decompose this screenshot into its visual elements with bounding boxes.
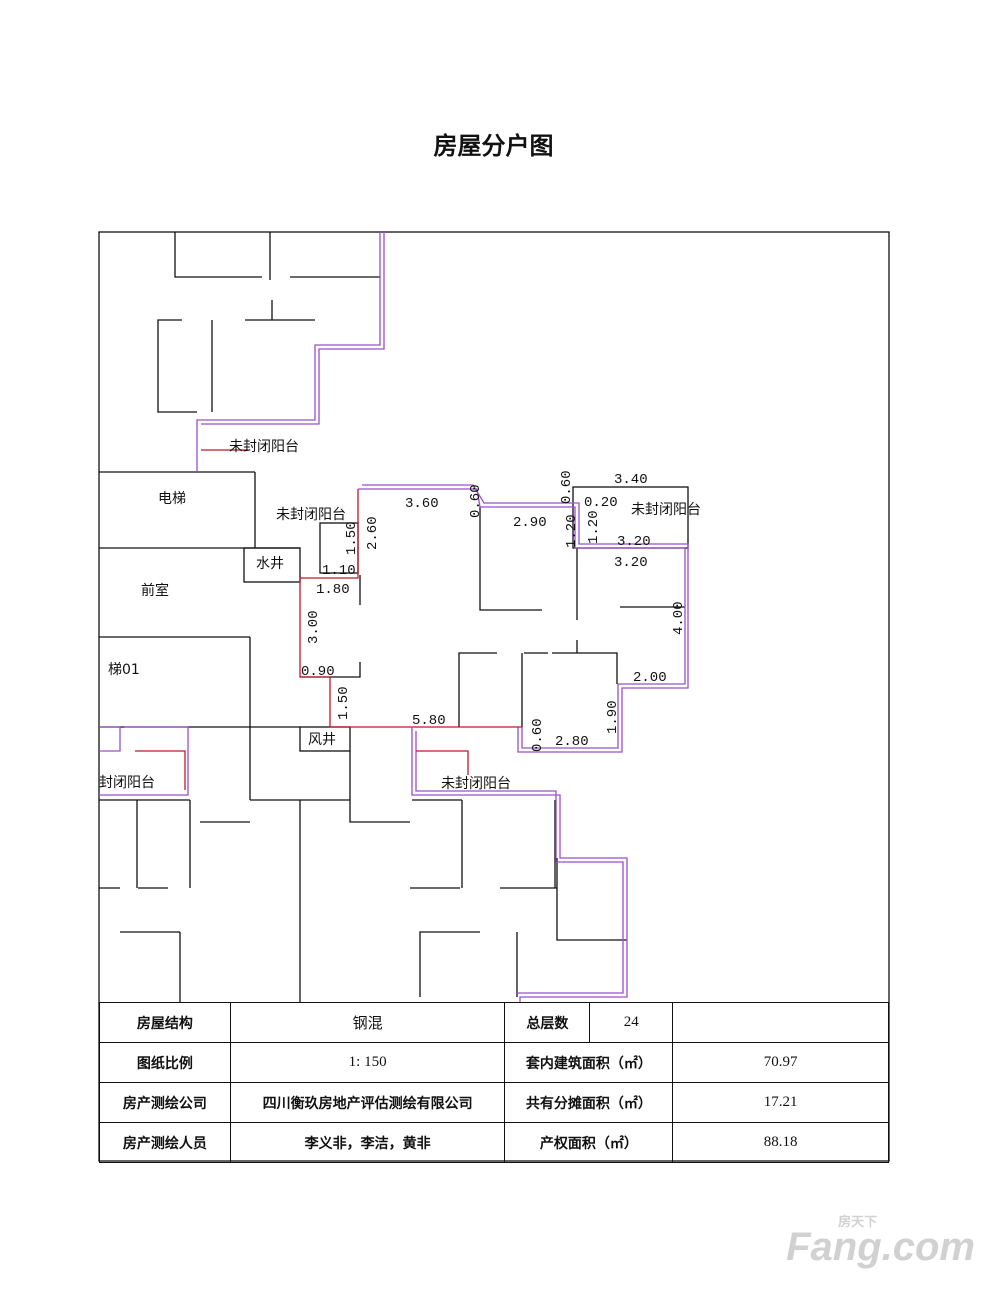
room-stair: 梯01 xyxy=(108,662,140,678)
dim-label: 4.00 xyxy=(671,601,687,635)
dim-label: 0.60 xyxy=(559,470,575,504)
room-air-shaft: 风井 xyxy=(308,732,336,748)
dim-label: 2.60 xyxy=(365,516,381,550)
dim-label: 1.80 xyxy=(316,582,350,598)
page-title: 房屋分户图 xyxy=(433,132,554,160)
table-row: 房产测绘人员 李义非，李洁，黄非 产权面积（㎡） 88.18 xyxy=(99,1122,889,1163)
scale-value: 1: 150 xyxy=(229,1042,506,1083)
dim-label: 2.80 xyxy=(555,734,589,750)
empty-cell xyxy=(672,1002,889,1043)
dim-label: 1.20 xyxy=(586,510,602,544)
dim-label: 1.90 xyxy=(605,700,621,734)
dim-label: 1.50 xyxy=(344,521,360,555)
table-row: 图纸比例 1: 150 套内建筑面积（㎡） 70.97 xyxy=(99,1042,889,1083)
watermark-sub: 房天下 xyxy=(838,1214,878,1229)
property-info-table: 房屋结构 钢混 总层数 24 图纸比例 1: 150 套内建筑面积（㎡） 70.… xyxy=(99,1002,889,1163)
room-labels: 未封闭阳台 电梯 未封闭阳台 水井 前室 梯01 风井 未封闭阳台 未封闭阳台 … xyxy=(99,439,701,792)
dim-label: 0.90 xyxy=(301,664,335,680)
dim-label: 1.20 xyxy=(564,514,580,548)
dim-label: 5.80 xyxy=(412,713,446,729)
total-area-label: 产权面积（㎡） xyxy=(504,1122,674,1163)
room-lobby: 前室 xyxy=(141,582,169,599)
floors-label: 总层数 xyxy=(504,1002,591,1043)
room-balcony-5: 封闭阳台 xyxy=(99,775,155,791)
structure-label: 房屋结构 xyxy=(99,1002,231,1043)
inner-area-value: 70.97 xyxy=(672,1042,889,1083)
room-balcony-2: 未封闭阳台 xyxy=(276,507,346,523)
scale-label: 图纸比例 xyxy=(99,1042,231,1083)
wall-lines xyxy=(99,232,689,1002)
dim-label: 0.20 xyxy=(584,495,618,511)
total-area-value: 88.18 xyxy=(672,1122,889,1163)
dim-label: 3.20 xyxy=(617,534,651,550)
surveyor-value: 李义非，李洁，黄非 xyxy=(229,1122,506,1163)
shared-area-value: 17.21 xyxy=(672,1082,889,1123)
floors-value: 24 xyxy=(589,1002,674,1043)
room-balcony-1: 未封闭阳台 xyxy=(229,439,299,455)
dim-label: 2.90 xyxy=(513,515,547,531)
dim-label: 0.60 xyxy=(468,484,484,518)
room-balcony-3: 未封闭阳台 xyxy=(631,502,701,518)
company-label: 房产测绘公司 xyxy=(99,1082,231,1123)
table-row: 房屋结构 钢混 总层数 24 xyxy=(99,1002,889,1043)
table-row: 房产测绘公司 四川衡玖房地产评估测绘有限公司 共有分摊面积（㎡） 17.21 xyxy=(99,1082,889,1123)
dim-label: 3.00 xyxy=(306,610,322,644)
dim-label: 3.40 xyxy=(614,472,648,488)
structure-value: 钢混 xyxy=(229,1002,506,1043)
room-elevator: 电梯 xyxy=(158,491,186,507)
unit-boundary xyxy=(99,232,689,1002)
dim-label: 0.60 xyxy=(530,718,546,752)
company-value: 四川衡玖房地产评估测绘有限公司 xyxy=(229,1082,506,1123)
room-water-shaft: 水井 xyxy=(256,556,284,572)
dim-label: 1.50 xyxy=(336,686,352,720)
room-balcony-4: 未封闭阳台 xyxy=(441,776,511,792)
dim-label: 1.10 xyxy=(322,563,356,579)
inner-area-label: 套内建筑面积（㎡） xyxy=(504,1042,674,1083)
dim-label: 3.60 xyxy=(405,496,439,512)
watermark-text: Fang.com xyxy=(786,1225,975,1269)
shared-area-label: 共有分摊面积（㎡） xyxy=(504,1082,674,1123)
surveyor-label: 房产测绘人员 xyxy=(99,1122,231,1163)
dim-label: 3.20 xyxy=(614,555,648,571)
dimension-labels: 3.60 3.40 0.20 2.90 3.20 3.20 1.10 1.80 … xyxy=(301,470,687,752)
dim-label: 2.00 xyxy=(633,670,667,686)
